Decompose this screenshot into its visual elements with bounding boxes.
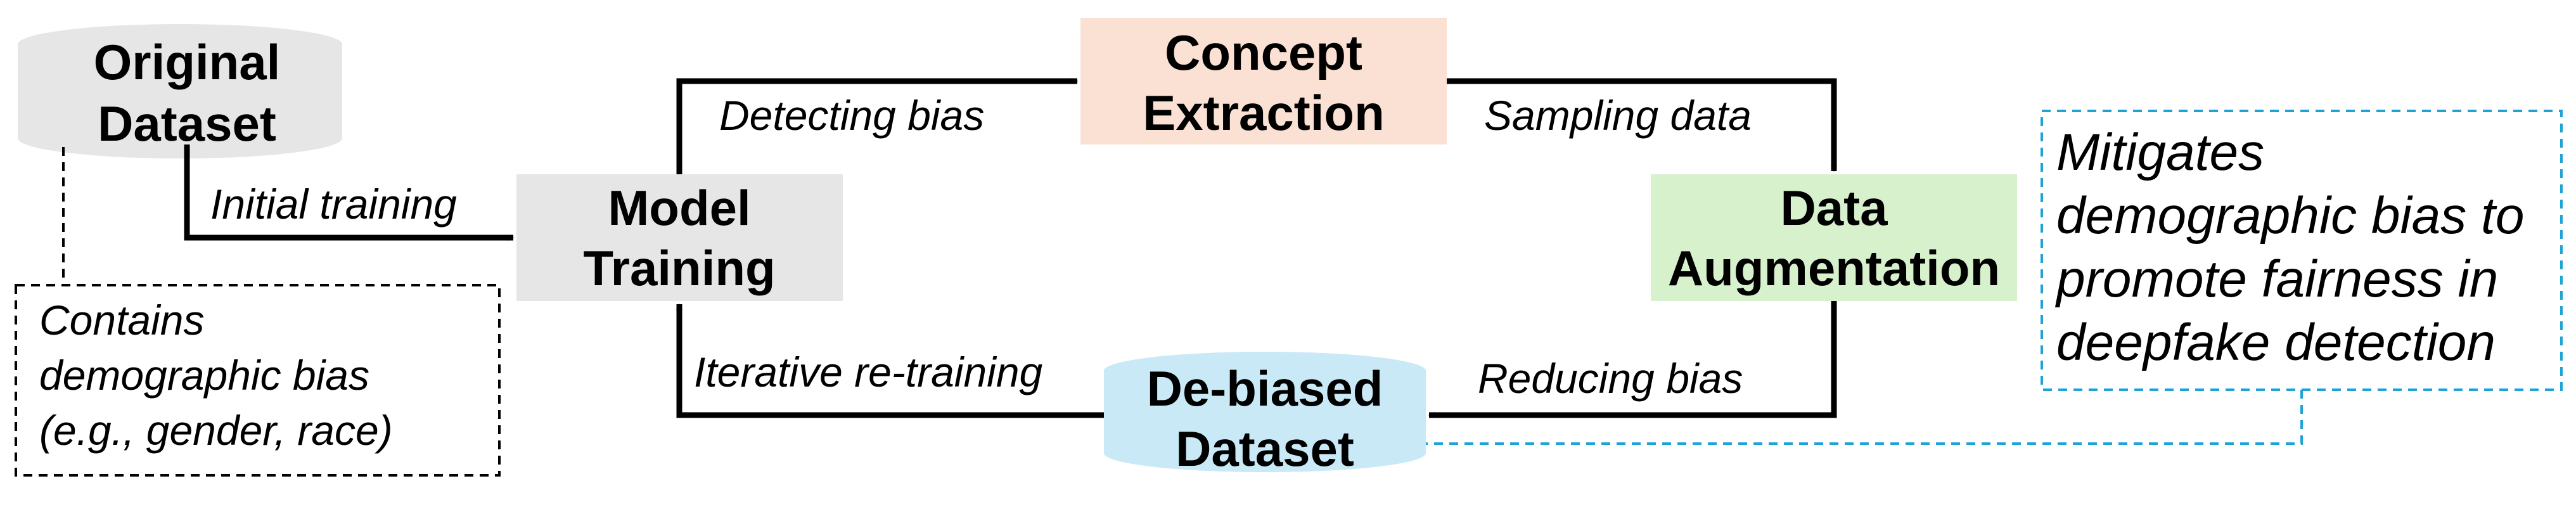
model-training-title-line1: Model bbox=[608, 180, 750, 236]
detecting-bias-arrow bbox=[676, 78, 1078, 174]
bias-note-line3: (e.g., gender, race) bbox=[39, 407, 393, 454]
model-training-node: Model Training bbox=[516, 174, 843, 301]
data-augmentation-title-line2: Augmentation bbox=[1668, 240, 2000, 296]
bias-note: Contains demographic bias (e.g., gender,… bbox=[15, 147, 501, 477]
sampling-data-arrow bbox=[1447, 78, 1837, 172]
debiased-dataset-node: De-biased Dataset bbox=[1104, 352, 1426, 477]
initial-training-arrow bbox=[184, 144, 514, 241]
debiased-dataset-title-line1: De-biased bbox=[1147, 361, 1383, 416]
original-dataset-title-line1: Original bbox=[94, 34, 281, 90]
fairness-note-line2: demographic bias to bbox=[2056, 187, 2524, 245]
original-dataset-title-line2: Dataset bbox=[98, 96, 276, 151]
original-dataset-node: Original Dataset bbox=[18, 24, 342, 158]
data-augmentation-node: Data Augmentation bbox=[1651, 174, 2017, 301]
iterative-retraining-label: Iterative re-training bbox=[694, 349, 1043, 395]
initial-training-label: Initial training bbox=[210, 181, 457, 228]
concept-extraction-node: Concept Extraction bbox=[1080, 18, 1447, 144]
reducing-bias-arrow bbox=[1428, 301, 1837, 418]
iterative-retraining-arrow bbox=[676, 304, 1104, 418]
concept-extraction-title-line1: Concept bbox=[1165, 25, 1362, 80]
debiased-dataset-title-line2: Dataset bbox=[1176, 421, 1354, 477]
reducing-bias-label: Reducing bias bbox=[1478, 355, 1743, 402]
data-augmentation-title-line1: Data bbox=[1780, 180, 1888, 236]
fairness-note-line4: deepfake detection bbox=[2056, 314, 2496, 371]
fairness-note-connector bbox=[1426, 390, 2303, 445]
fairness-note-line3: promote fairness in bbox=[2054, 250, 2498, 308]
sampling-data-label: Sampling data bbox=[1484, 92, 1752, 139]
fairness-note-line1: Mitigates bbox=[2056, 124, 2264, 181]
fairness-note: Mitigates demographic bias to promote fa… bbox=[1426, 110, 2563, 445]
detecting-bias-label: Detecting bias bbox=[719, 92, 984, 139]
concept-extraction-title-line2: Extraction bbox=[1143, 85, 1384, 141]
model-training-title-line2: Training bbox=[583, 240, 775, 296]
bias-note-line2: demographic bias bbox=[39, 352, 369, 399]
bias-note-box bbox=[15, 284, 501, 477]
bias-note-line1: Contains bbox=[39, 297, 205, 343]
